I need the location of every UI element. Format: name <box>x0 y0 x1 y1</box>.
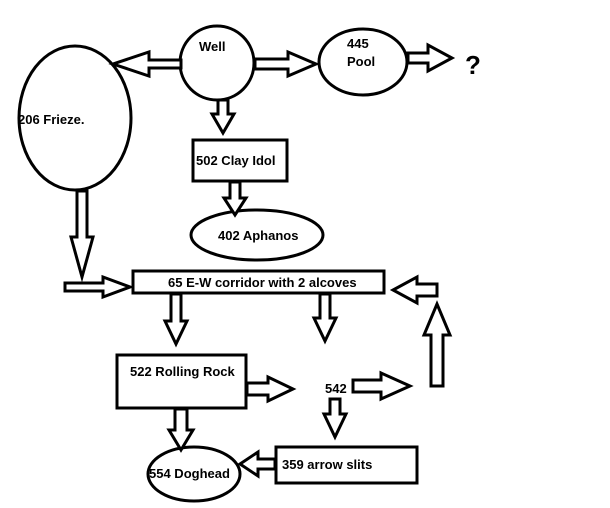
arrow-rolling-rock-to-542 <box>245 374 297 404</box>
doghead-label: 554 Doghead <box>149 466 230 481</box>
arrow-clay-idol-to-aphanos <box>221 180 249 218</box>
arrow-right-up <box>421 300 453 388</box>
rolling-rock-label: 522 Rolling Rock <box>130 364 236 379</box>
unknown-label: ? <box>465 50 481 80</box>
arrow-542-down <box>321 397 349 441</box>
arrow-well-to-clay-idol <box>209 98 237 136</box>
doghead-node <box>146 445 242 503</box>
aphanos-label: 402 Aphanos <box>218 228 298 243</box>
room-542-label: 542 <box>325 381 347 396</box>
arrow-well-to-frieze <box>108 49 183 79</box>
frieze-node <box>17 44 133 192</box>
well-node <box>178 24 256 102</box>
arrow-into-corridor-left <box>63 274 135 300</box>
arrow-arrow-slits-to-doghead <box>237 449 277 479</box>
pool-number-label: 445 <box>347 36 369 51</box>
corridor-label: 65 E-W corridor with 2 alcoves <box>168 275 357 290</box>
pool-name-label: Pool <box>347 54 375 69</box>
arrow-542-right <box>351 370 414 402</box>
arrow-rolling-rock-to-doghead <box>166 407 196 453</box>
frieze-label: 206 Frieze. <box>18 112 85 127</box>
arrow-slits-label: 359 arrow slits <box>282 457 372 472</box>
aphanos-node <box>189 208 325 262</box>
arrow-pool-to-unknown <box>406 42 456 74</box>
arrow-frieze-down <box>69 189 95 283</box>
rolling-rock-node <box>115 353 248 410</box>
arrow-slits-node <box>274 445 419 485</box>
arrow-into-corridor-right <box>389 274 439 306</box>
arrow-corridor-down-right <box>311 292 339 345</box>
clay-idol-label: 502 Clay Idol <box>196 153 275 168</box>
well-label: Well <box>199 39 226 54</box>
arrow-corridor-to-rolling-rock <box>162 292 190 348</box>
corridor-node <box>131 269 386 295</box>
arrow-well-to-pool <box>253 49 320 79</box>
